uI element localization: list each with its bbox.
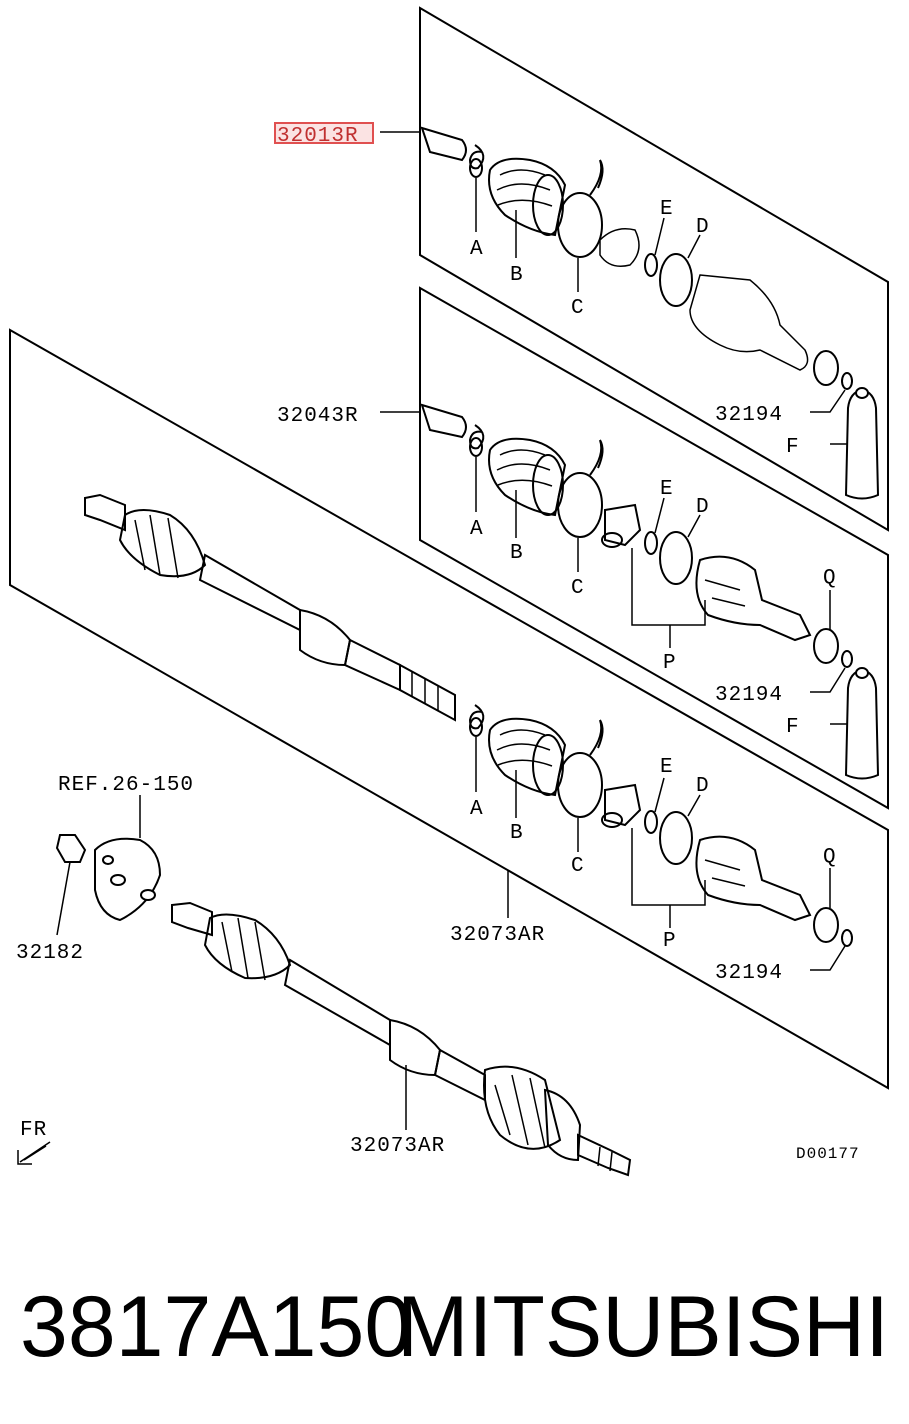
letter-f-mid: F <box>786 716 800 739</box>
letter-a-mid: A <box>470 518 484 541</box>
letter-p-mid: P <box>663 652 677 675</box>
callout-32043r[interactable]: 32043R <box>277 405 359 428</box>
callout-32182[interactable]: 32182 <box>16 942 84 965</box>
parts-diagram: 32013R 32043R A B C E D 32194 F A B C E … <box>9 6 889 1177</box>
top-kit-parts <box>420 126 880 500</box>
panel-top <box>419 6 889 532</box>
callout-32194-2[interactable]: 32194 <box>715 684 783 707</box>
full-shaft <box>84 493 853 947</box>
letter-d-low: D <box>696 775 710 798</box>
letter-a-low: A <box>470 798 484 821</box>
letter-c-top: C <box>571 297 585 320</box>
letter-b-mid: B <box>510 542 524 565</box>
drawing-code: D00177 <box>796 1145 860 1163</box>
letter-q-mid: Q <box>823 567 837 590</box>
letter-a-top: A <box>470 238 484 261</box>
letter-b-low: B <box>510 822 524 845</box>
letter-e-top: E <box>660 198 674 221</box>
letter-c-low: C <box>571 855 585 878</box>
letter-d-top: D <box>696 216 710 239</box>
panel-middle <box>419 286 889 810</box>
bottom-shaft <box>55 834 632 1177</box>
letter-e-low: E <box>660 756 674 779</box>
fr-arrow-icon <box>17 1141 51 1165</box>
letter-q-low: Q <box>823 846 837 869</box>
leader-lines <box>56 131 848 1130</box>
callout-32073ar-box[interactable]: 32073AR <box>450 924 545 947</box>
brand-name: MITSUBISHI <box>396 1279 889 1375</box>
middle-kit-parts <box>420 403 880 780</box>
panel-large <box>9 328 889 1090</box>
fr-label: FR <box>20 1119 47 1142</box>
callout-32194-3[interactable]: 32194 <box>715 962 783 985</box>
ref-label[interactable]: REF.26-150 <box>58 774 194 797</box>
callout-32073ar-bottom[interactable]: 32073AR <box>350 1135 445 1158</box>
letter-c-mid: C <box>571 577 585 600</box>
callout-32194-1[interactable]: 32194 <box>715 404 783 427</box>
letter-p-low: P <box>663 930 677 953</box>
letter-f-top: F <box>786 436 800 459</box>
letter-e-mid: E <box>660 478 674 501</box>
letter-b-top: B <box>510 264 524 287</box>
callout-32013r[interactable]: 32013R <box>277 125 359 148</box>
letter-d-mid: D <box>696 496 710 519</box>
highlight-box <box>274 122 374 144</box>
part-number: 3817A150 <box>20 1279 413 1375</box>
footer: 3817A150 MITSUBISHI <box>0 1262 909 1392</box>
